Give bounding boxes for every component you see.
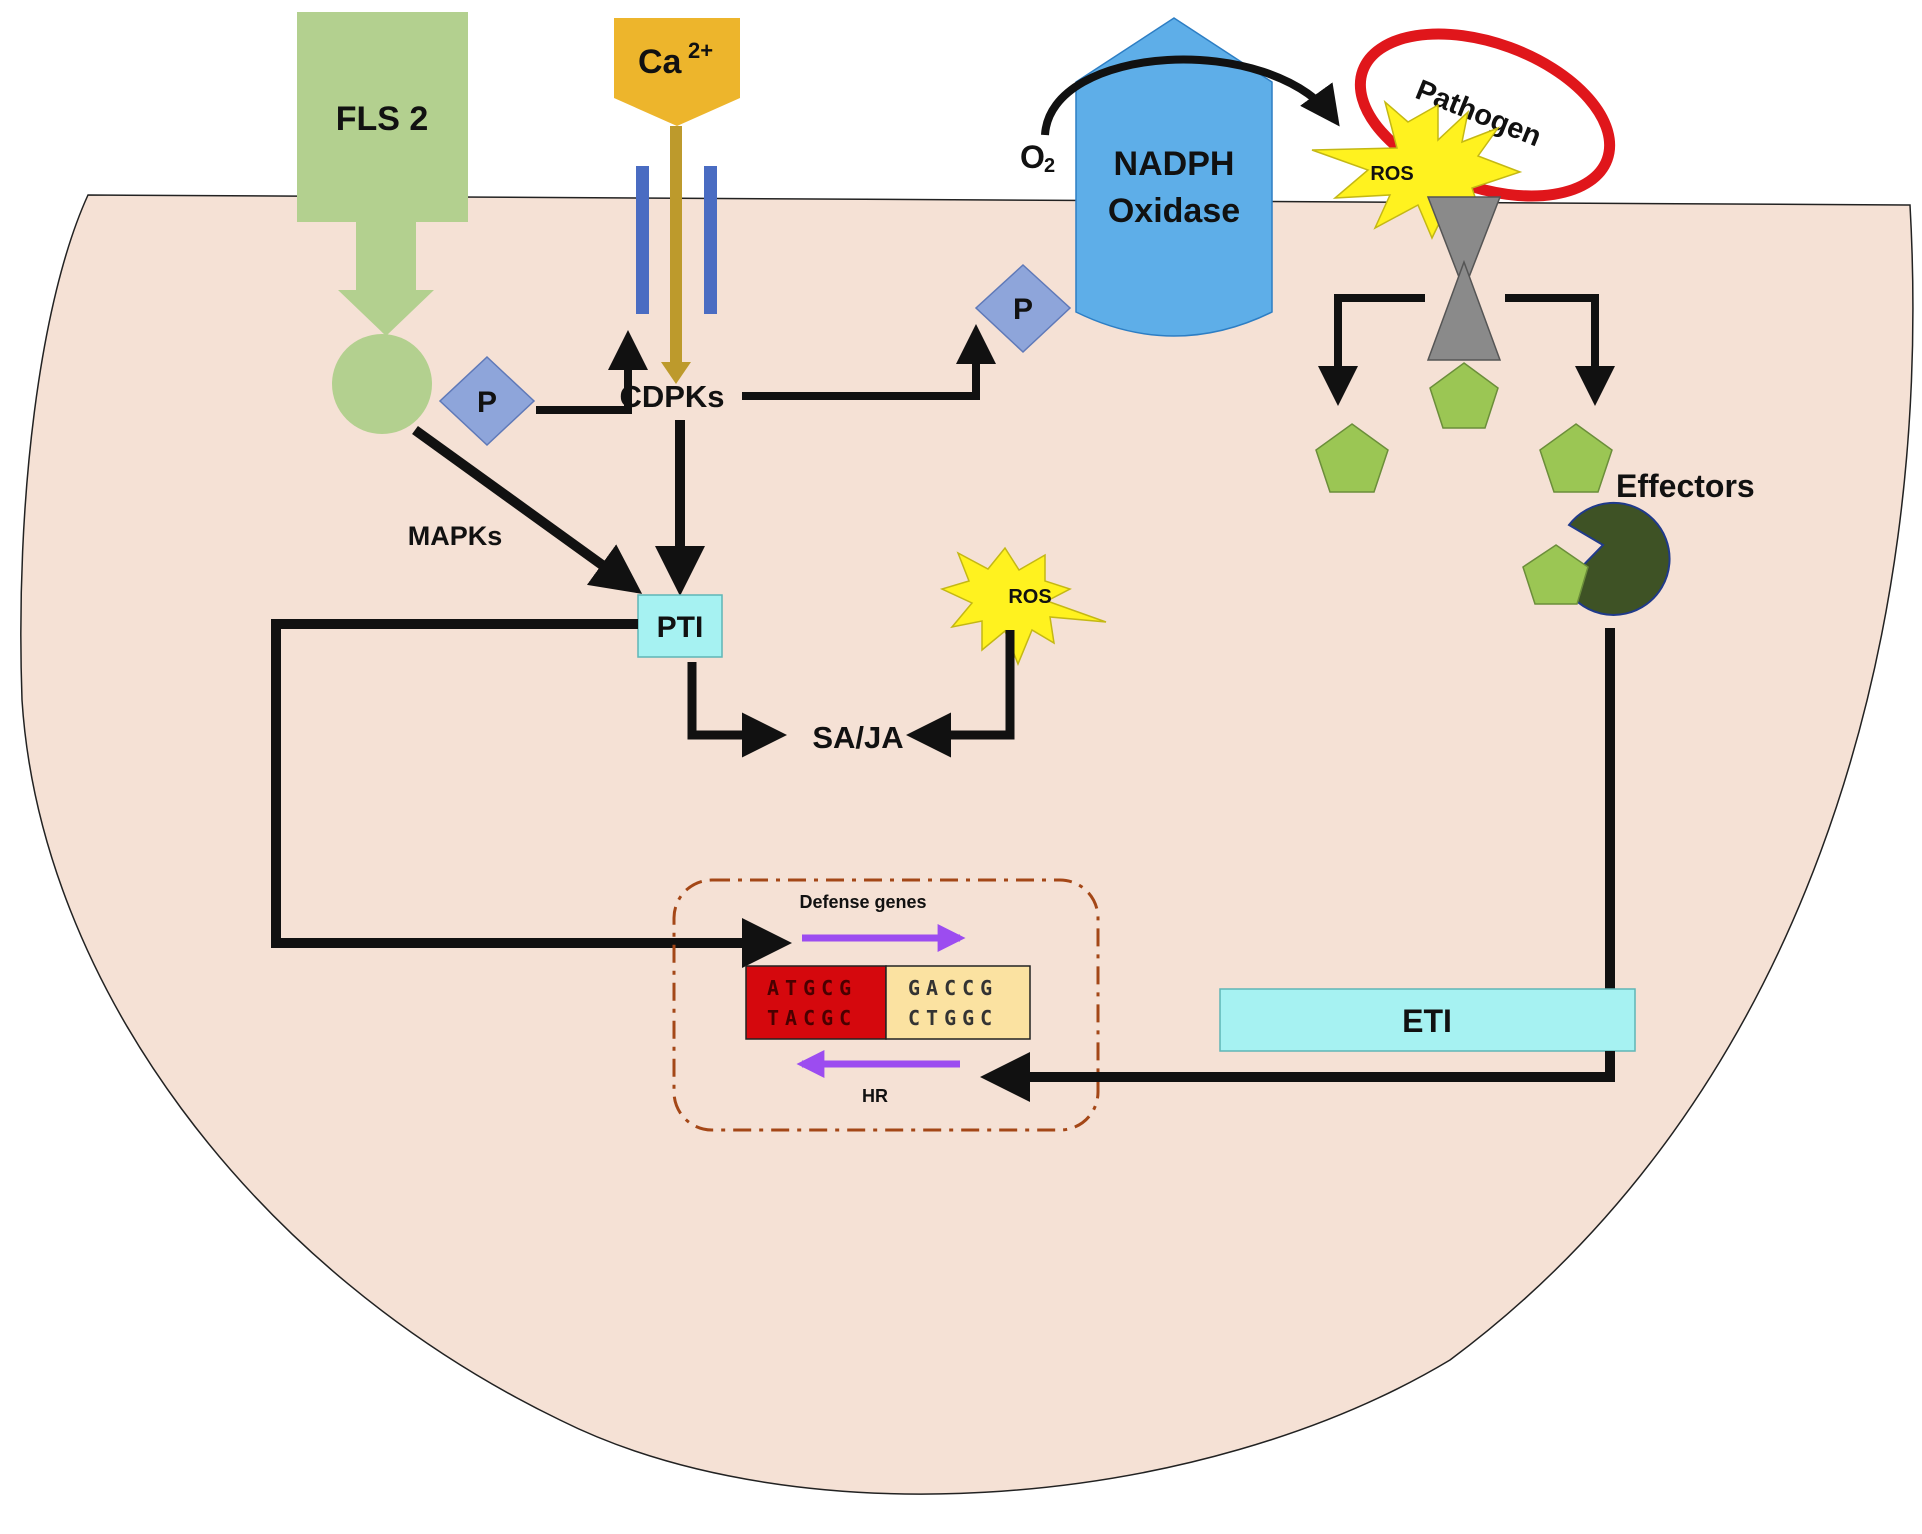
eti-label: ETI [1402, 1003, 1452, 1039]
arrow-pti-to-sa-ja [687, 662, 787, 758]
arrow-p-to-channel [536, 330, 648, 414]
arrow-eti-to-hr [980, 1051, 1615, 1102]
dna-yellow-top: GACCG [908, 976, 998, 1000]
sa-ja-label: SA/JA [812, 720, 903, 755]
dna-red-bottom: TACGC [767, 1006, 857, 1030]
pti-label: PTI [657, 611, 704, 644]
effector-arrow-right [1505, 294, 1615, 406]
calcium-influx-arrowhead [661, 362, 691, 384]
defense-genes-label: Defense genes [799, 892, 926, 912]
effector-pore-bottom [1426, 259, 1502, 361]
fls2-receptor: FLS 2 [297, 12, 468, 434]
phosphate-left-label: P [477, 386, 497, 419]
mapk-label: MAPKs [408, 521, 503, 551]
hr-label: HR [862, 1086, 888, 1106]
effector-pore-top [1426, 196, 1502, 293]
dna-segment-yellow [885, 965, 1031, 1040]
arrow-cdpk-to-nadph [742, 324, 996, 400]
cell-body [20, 194, 1914, 1495]
calcium-symbol: Ca [638, 43, 683, 81]
calcium-channel-right [704, 166, 717, 314]
ros-label-membrane: ROS [1370, 163, 1413, 185]
calcium-ion: Ca 2+ [614, 18, 740, 126]
oxygen-subscript: 2 [1044, 155, 1055, 177]
dna-red-top: ATGCG [767, 976, 857, 1000]
oxygen-symbol: O [1020, 139, 1045, 175]
bound-effector [1522, 544, 1589, 605]
calcium-charge: 2+ [688, 38, 713, 63]
nadph-label-line1: NADPH [1114, 145, 1235, 183]
oxygen-to-ros-arrow [1041, 55, 1340, 136]
effector-pentagon-center [1429, 362, 1499, 429]
arrow-mapk-to-pti [412, 425, 643, 594]
arrow-pti-to-defense-genes [271, 619, 792, 968]
calcium-influx-stream [670, 126, 682, 366]
dna-yellow-bottom: CTGGC [908, 1006, 998, 1030]
cdpk-label: CDPKs [619, 379, 724, 414]
effector-pentagon-right [1539, 423, 1613, 493]
arrow-ros-to-sa-ja [906, 630, 1015, 758]
phosphate-right [974, 263, 1072, 354]
phosphate-left [438, 355, 536, 447]
nadph-label-line2: Oxidase [1108, 192, 1240, 230]
fls2-label: FLS 2 [336, 100, 429, 138]
ros-label-cytoplasm: ROS [1008, 586, 1051, 608]
eti-box [1219, 988, 1636, 1052]
phosphate-right-label: P [1013, 293, 1033, 326]
nadph-oxidase: NADPH Oxidase [1075, 17, 1273, 337]
nucleus-boundary [672, 878, 1100, 1132]
effector-pentagon-left [1315, 423, 1389, 493]
ros-burst-cytoplasm [939, 546, 1107, 667]
effector-arrow-left [1318, 294, 1425, 406]
pti-box [637, 594, 723, 658]
effectors-label: Effectors [1616, 468, 1755, 504]
calcium-channel-left [636, 166, 649, 314]
r-protein-receptor [1562, 501, 1671, 616]
